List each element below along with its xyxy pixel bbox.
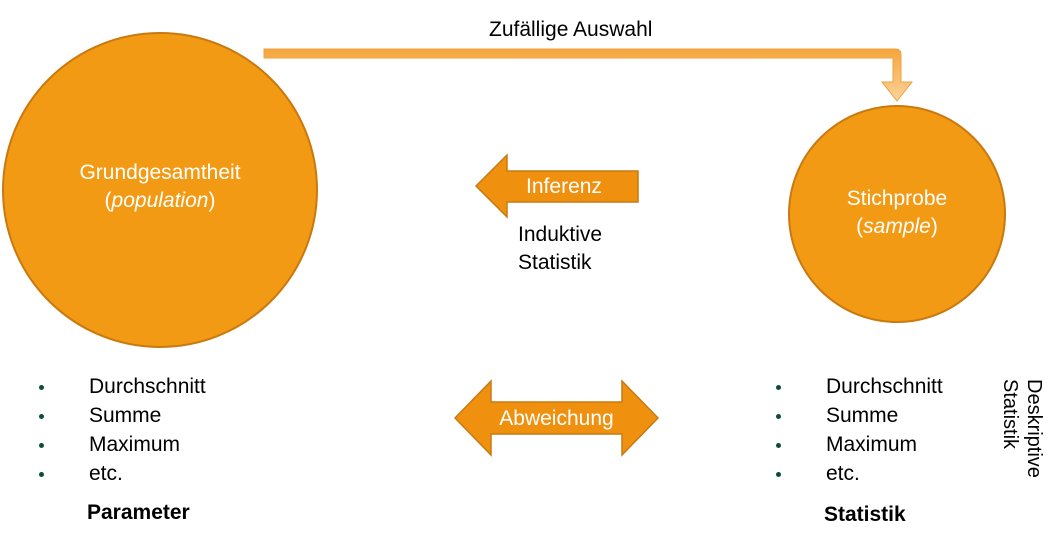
- list-item: Summe: [776, 401, 943, 430]
- inductive-caption-line1: Induktive: [518, 223, 603, 246]
- bullet-icon: [39, 414, 44, 419]
- random-selection-label: Zufällige Auswahl: [489, 18, 653, 41]
- population-alias-line: (population): [104, 189, 216, 212]
- descriptive-line1: Deskriptive: [1023, 379, 1045, 478]
- bullet-icon: [39, 472, 44, 477]
- random-selection-arrow: [263, 48, 914, 102]
- bullet-icon: [776, 385, 781, 390]
- list-item: etc.: [776, 459, 943, 488]
- sample-label: Stichprobe (sample): [807, 185, 987, 241]
- inference-arrow-label: Inferenz: [526, 175, 602, 198]
- list-item: Maximum: [776, 430, 943, 459]
- parameter-label: Parameter: [87, 501, 190, 524]
- descriptive-line2: Statistik: [999, 379, 1021, 450]
- bullet-icon: [776, 472, 781, 477]
- inference-arrow: [474, 153, 639, 219]
- descriptive-statistics-label: Deskriptive Statistik: [998, 379, 1046, 478]
- bullet-icon: [39, 443, 44, 448]
- population-label: Grundgesamtheit (population): [40, 159, 280, 215]
- parameter-list: Durchschnitt Summe Maximum etc.: [39, 372, 206, 488]
- statistic-label: Statistik: [824, 503, 906, 526]
- sample-alias-line: (sample): [856, 215, 938, 238]
- sample-alias: sample: [863, 215, 931, 238]
- bullet-icon: [39, 385, 44, 390]
- list-item: Summe: [39, 401, 206, 430]
- inductive-caption-line2: Statistik: [518, 251, 592, 274]
- bullet-icon: [776, 414, 781, 419]
- population-circle: [2, 32, 318, 348]
- deviation-double-arrow: [453, 379, 660, 457]
- list-item: etc.: [39, 459, 206, 488]
- list-item: Durchschnitt: [776, 372, 943, 401]
- inductive-statistics-caption: Induktive Statistik: [518, 221, 602, 277]
- sample-name: Stichprobe: [846, 187, 948, 210]
- sample-circle: [788, 105, 1006, 323]
- population-alias: population: [111, 189, 209, 212]
- list-item: Maximum: [39, 430, 206, 459]
- statistic-list: Durchschnitt Summe Maximum etc.: [776, 372, 943, 488]
- bullet-icon: [776, 443, 781, 448]
- list-item: Durchschnitt: [39, 372, 206, 401]
- population-name: Grundgesamtheit: [79, 161, 241, 184]
- deviation-arrow-label: Abweichung: [499, 407, 614, 430]
